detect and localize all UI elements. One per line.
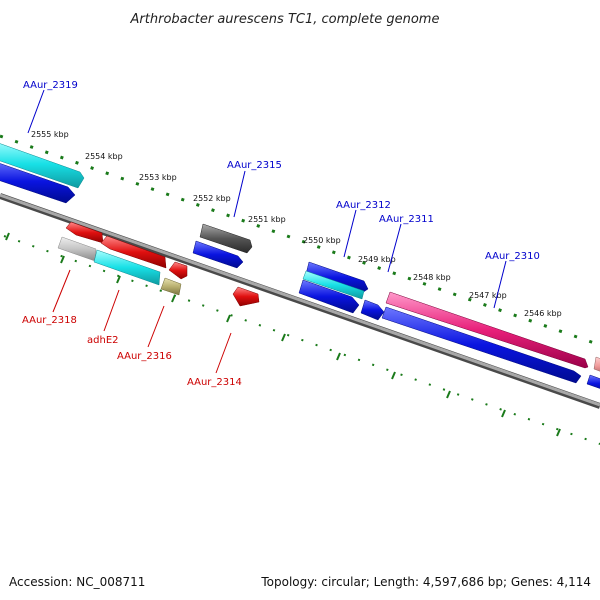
gene-label-aaur-2315[interactable]: AAur_2315: [227, 160, 282, 218]
gene-label-text: AAur_2315: [227, 160, 282, 171]
feature-edge-blue[interactable]: [586, 374, 600, 392]
feature-aaur-2315-blue[interactable]: [192, 240, 244, 269]
feature-red-3[interactable]: [168, 261, 188, 280]
tick-label: 2551 kbp: [248, 215, 286, 224]
gene-label-aaur-2311[interactable]: AAur_2311: [379, 214, 434, 273]
feature-aaur-2314-red[interactable]: [232, 286, 260, 307]
tick-label: 2550 kbp: [303, 236, 341, 245]
feature-aaur-2312-blue-lower[interactable]: [298, 279, 360, 314]
gene-label-text: AAur_2319: [23, 80, 78, 91]
gene-label-text: AAur_2311: [379, 214, 434, 225]
accession-text: Accession: NC_008711: [9, 575, 145, 589]
map-title: Arthrobacter aurescens TC1, complete gen…: [130, 12, 440, 27]
gene-label-aaur-2314[interactable]: AAur_2314: [187, 332, 242, 388]
feature-adhe2-cyan[interactable]: [93, 249, 161, 286]
genome-backbone: [0, 193, 600, 409]
gene-label-adhe2[interactable]: adhE2: [87, 289, 120, 346]
feature-aaur-2310-pink[interactable]: [385, 291, 589, 369]
gene-label-text: adhE2: [87, 335, 119, 346]
feature-aaur-2315-gray[interactable]: [199, 223, 253, 254]
feature-aaur-2312-cyan[interactable]: [302, 270, 365, 300]
tick-label: 2548 kbp: [413, 273, 451, 282]
feature-edge-salmon[interactable]: [593, 356, 600, 375]
tick-label: 2546 kbp: [524, 309, 562, 318]
feature-aaur-2319-cyan[interactable]: [0, 140, 85, 189]
feature-red-1[interactable]: [65, 221, 104, 244]
feature-aaur-2316-khaki[interactable]: [160, 277, 182, 296]
gene-label-aaur-2312[interactable]: AAur_2312: [336, 200, 391, 258]
tick-labels: 2555 kbp 2554 kbp 2553 kbp 2552 kbp 2551…: [31, 130, 562, 318]
feature-long-blue[interactable]: [381, 306, 582, 384]
tick-label: 2547 kbp: [469, 291, 507, 300]
feature-aaur-2311-blue[interactable]: [360, 299, 385, 321]
tick-label: 2552 kbp: [193, 194, 231, 203]
tick-label: 2549 kbp: [358, 255, 396, 264]
gene-label-aaur-2318[interactable]: AAur_2318: [22, 269, 77, 326]
scale-line-upper: [0, 134, 600, 347]
genome-info-text: Topology: circular; Length: 4,597,686 bp…: [260, 575, 591, 589]
gene-label-text: AAur_2316: [117, 351, 172, 362]
gene-label-text: AAur_2314: [187, 377, 242, 388]
scale-ticks-lower: [5, 232, 561, 437]
scale-line-lower: [3, 235, 600, 445]
tick-label: 2555 kbp: [31, 130, 69, 139]
gene-label-aaur-2310[interactable]: AAur_2310: [485, 251, 540, 309]
gene-label-text: AAur_2310: [485, 251, 540, 262]
gene-label-text: AAur_2312: [336, 200, 391, 211]
gene-label-aaur-2319[interactable]: AAur_2319: [23, 80, 78, 134]
tick-label: 2553 kbp: [139, 173, 177, 182]
feature-red-2[interactable]: [100, 235, 167, 269]
tick-label: 2554 kbp: [85, 152, 123, 161]
gene-label-aaur-2316[interactable]: AAur_2316: [117, 305, 172, 362]
feature-aaur-2319-blue[interactable]: [0, 160, 76, 204]
gene-label-text: AAur_2318: [22, 315, 77, 326]
